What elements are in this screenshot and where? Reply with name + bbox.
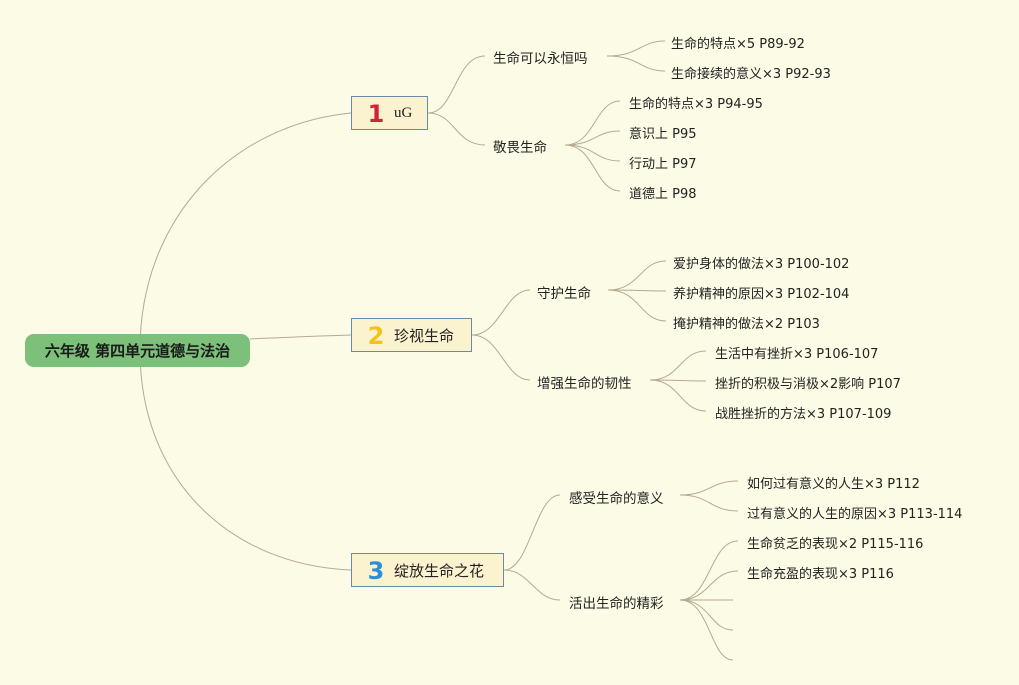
number-1-icon: 1 <box>366 100 386 126</box>
leaf-node[interactable]: 生命充盈的表现×3 P116 <box>747 567 894 582</box>
leaf-node[interactable]: 生命贫乏的表现×2 P115-116 <box>747 537 924 552</box>
leaf-node[interactable]: 行动上 P97 <box>629 157 697 172</box>
leaf-node[interactable]: 掩护精神的做法×2 P103 <box>673 317 820 332</box>
topic-node-3[interactable]: 3 绽放生命之花 <box>351 553 504 587</box>
leaf-node[interactable]: 道德上 P98 <box>629 187 697 202</box>
leaf-node[interactable]: 挫折的积极与消极×2影响 P107 <box>715 377 901 392</box>
number-3-icon: 3 <box>366 557 386 583</box>
leaf-node[interactable]: 生命的特点×3 P94-95 <box>629 97 763 112</box>
leaf-node[interactable]: 生活中有挫折×3 P106-107 <box>715 347 879 362</box>
svg-text:1: 1 <box>368 100 385 126</box>
leaf-node[interactable]: 意识上 P95 <box>629 127 697 142</box>
leaf-node[interactable]: 生命接续的意义×3 P92-93 <box>671 67 831 82</box>
leaf-node[interactable]: 过有意义的人生的原因×3 P113-114 <box>747 507 963 522</box>
number-2-icon: 2 <box>366 322 386 348</box>
root-label: 六年级 第四单元道德与法治 <box>44 342 231 360</box>
topic-label-2: 珍视生命 <box>394 326 455 345</box>
subtopic-node[interactable]: 生命可以永恒吗 <box>493 51 588 67</box>
topic-node-1[interactable]: 1 uG <box>351 96 428 130</box>
subtopic-node[interactable]: 增强生命的韧性 <box>537 376 632 392</box>
leaf-node[interactable]: 爱护身体的做法×3 P100-102 <box>673 257 850 272</box>
root-node[interactable]: 六年级 第四单元道德与法治 <box>25 334 250 367</box>
topic-label-3: 绽放生命之花 <box>394 561 485 580</box>
subtopic-node[interactable]: 守护生命 <box>537 286 591 302</box>
subtopic-node[interactable]: 活出生命的精彩 <box>569 596 664 612</box>
leaf-node[interactable]: 生命的特点×5 P89-92 <box>671 37 805 52</box>
topic-node-2[interactable]: 2 珍视生命 <box>351 318 472 352</box>
subtopic-node[interactable]: 敬畏生命 <box>493 140 547 156</box>
leaf-node[interactable]: 如何过有意义的人生×3 P112 <box>747 477 920 492</box>
subtopic-node[interactable]: 感受生命的意义 <box>569 491 664 507</box>
leaf-node[interactable]: 养护精神的原因×3 P102-104 <box>673 287 850 302</box>
svg-text:3: 3 <box>368 557 385 583</box>
svg-text:2: 2 <box>368 322 385 348</box>
leaf-node[interactable]: 战胜挫折的方法×3 P107-109 <box>715 407 892 422</box>
topic-label-1: uG <box>394 104 413 121</box>
